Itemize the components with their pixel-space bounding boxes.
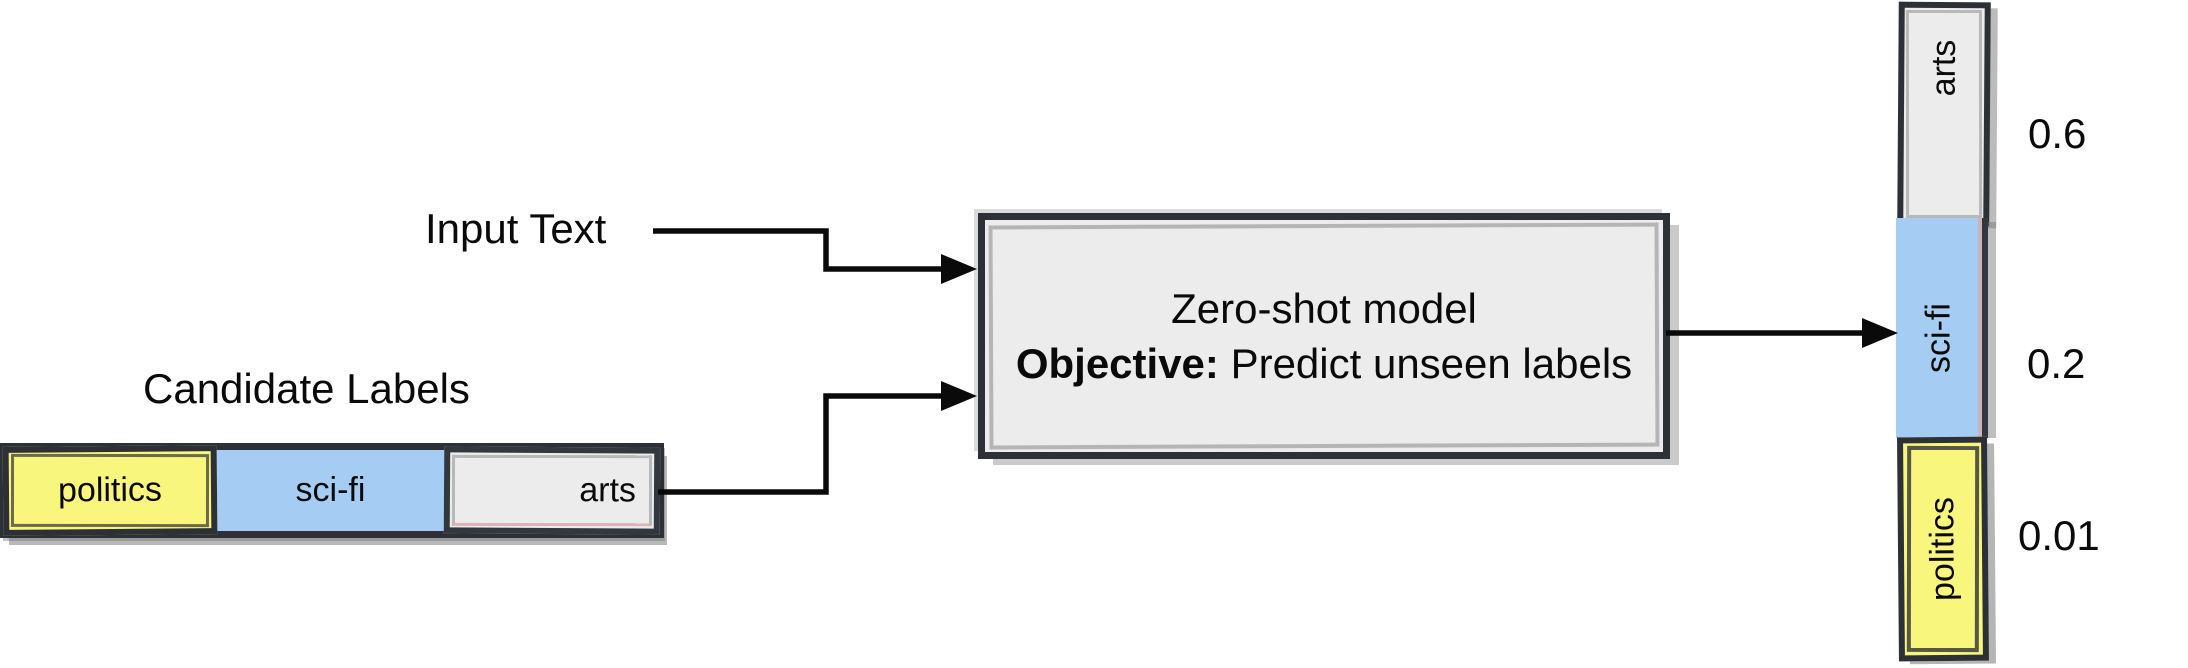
model-objective-prefix: Objective: [1015, 340, 1219, 387]
output-bar-scifi: sci-fi [1896, 218, 1988, 438]
arrow-model-to-output [1666, 318, 1898, 348]
zero-shot-model-box: Zero-shot model Objective: Predict unsee… [978, 213, 1670, 459]
output-bar-arts: arts [1897, 1, 1991, 227]
output-bar-arts-label: arts [1924, 39, 1964, 97]
model-title: Zero-shot model [1171, 284, 1477, 332]
candidate-label-arts: arts [443, 446, 661, 535]
candidate-label-politics-text: politics [57, 470, 163, 510]
score-arts: 0.6 [2028, 110, 2087, 157]
input-text-label: Input Text [425, 205, 607, 252]
arrow-labels-to-model [658, 381, 977, 495]
candidate-label-arts-text: arts [579, 471, 637, 510]
model-objective: Objective: Predict unseen labels [1016, 336, 1632, 391]
output-bar-politics: politics [1897, 436, 1989, 662]
arrow-input-to-model [653, 228, 977, 284]
model-objective-text: Predict unseen labels [1230, 340, 1633, 387]
candidate-label-scifi: sci-fi [217, 450, 444, 531]
candidate-labels-bar: politics sci-fi arts [0, 443, 664, 538]
score-politics: 0.01 [2018, 512, 2100, 559]
candidate-label-scifi-text: sci-fi [295, 471, 366, 509]
score-scifi: 0.2 [2027, 340, 2086, 387]
output-bar-politics-label: politics [1923, 496, 1962, 602]
candidate-label-politics: politics [2, 445, 218, 536]
candidate-labels-title: Candidate Labels [143, 365, 470, 412]
output-bar-scifi-label: sci-fi [1919, 303, 1958, 373]
